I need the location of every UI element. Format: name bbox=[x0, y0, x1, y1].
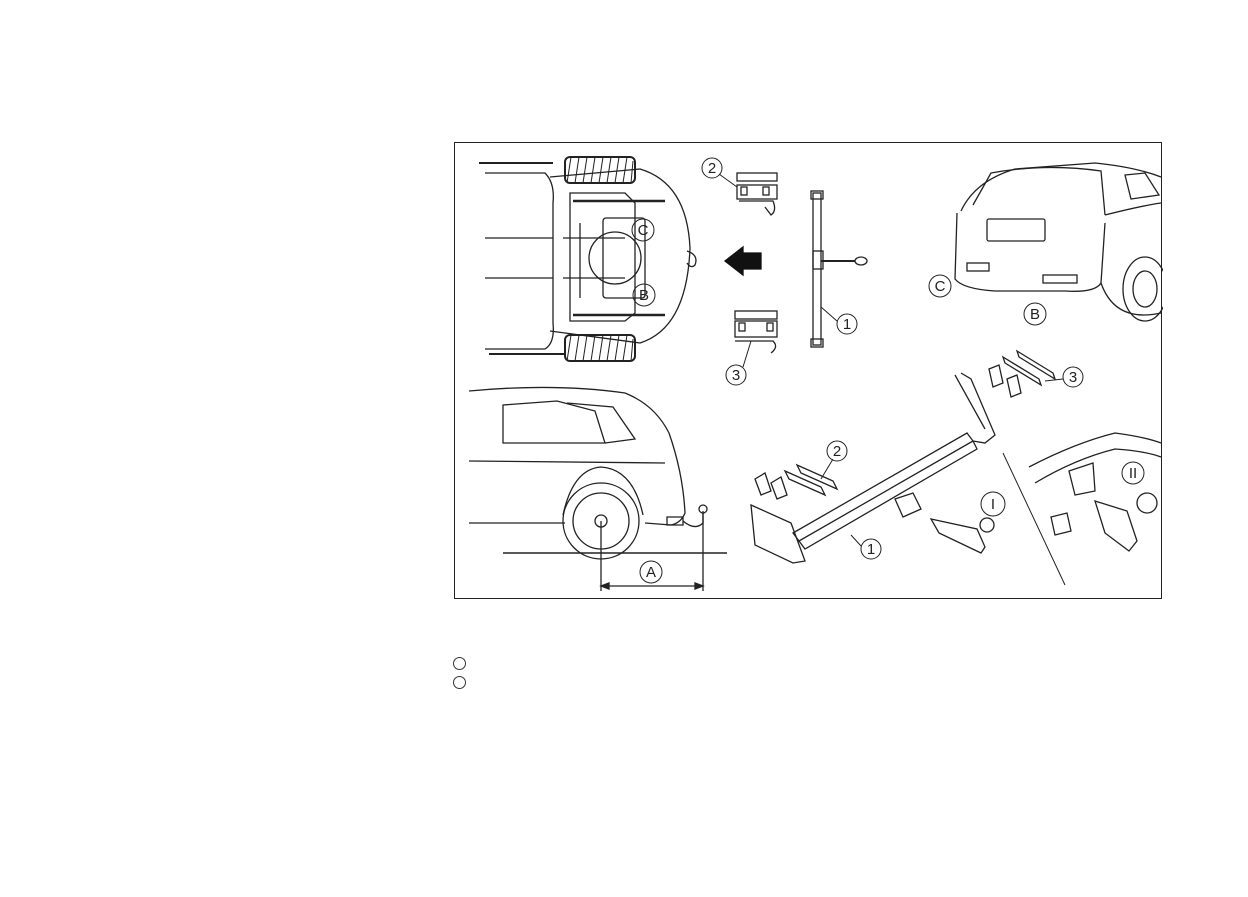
label-c-underside: C bbox=[638, 222, 649, 239]
legend-bullet-icon bbox=[453, 676, 466, 689]
label-2-top: 2 bbox=[708, 160, 716, 177]
bracket-3-exploded bbox=[989, 351, 1055, 397]
tyre-top bbox=[565, 157, 635, 183]
vehicle-rear-view bbox=[955, 163, 1163, 321]
label-b-underside: B bbox=[639, 287, 649, 304]
label-c-rear: C bbox=[935, 278, 946, 295]
legend-bullet-icon bbox=[453, 657, 466, 670]
legend-item bbox=[453, 675, 753, 691]
label-roman-1: I bbox=[991, 496, 995, 513]
label-1-top: 1 bbox=[843, 316, 851, 333]
label-roman-2: II bbox=[1129, 465, 1137, 482]
tyre-bottom bbox=[565, 335, 635, 361]
bracket-2-top bbox=[737, 173, 777, 215]
diagram-drawing: 2 3 1 C B C B 3 2 1 I II A bbox=[455, 143, 1163, 600]
direction-arrow bbox=[725, 247, 761, 275]
bracket-2-exploded bbox=[755, 465, 837, 499]
vehicle-underside-view bbox=[479, 163, 696, 354]
vehicle-side-view bbox=[469, 387, 727, 559]
legend-item bbox=[453, 656, 753, 672]
detachable-variant bbox=[1003, 433, 1161, 585]
label-a-dimension: A bbox=[646, 564, 656, 581]
bracket-3-top bbox=[735, 311, 777, 353]
label-3-exploded: 3 bbox=[1069, 369, 1077, 386]
label-b-rear: B bbox=[1030, 306, 1040, 323]
label-2-exploded: 2 bbox=[833, 443, 841, 460]
label-3-top: 3 bbox=[732, 367, 740, 384]
towbar-crossbar-1 bbox=[751, 373, 995, 563]
crossbar-1-top bbox=[811, 191, 867, 347]
towbar-installation-diagram: 2 3 1 C B C B 3 2 1 I II A bbox=[454, 142, 1162, 599]
label-1-exploded: 1 bbox=[867, 541, 875, 558]
